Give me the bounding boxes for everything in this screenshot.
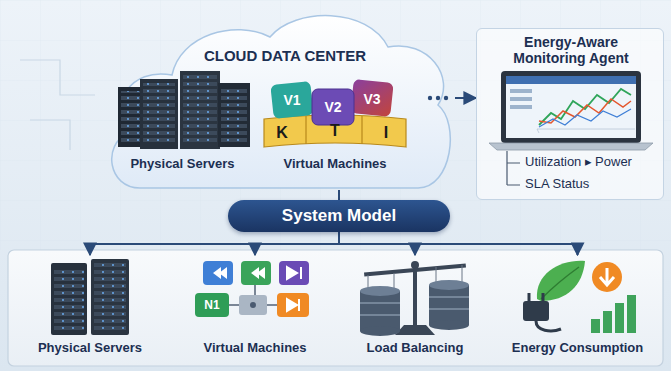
component-card: Physical Servers (15, 255, 165, 363)
server-icon (15, 255, 165, 337)
status-line: SLA Status (525, 177, 661, 192)
node-label: CLOUD DATA CENTER (185, 47, 385, 64)
callout-label: V1 (283, 93, 300, 107)
callout-label: K (276, 125, 288, 141)
server-group: Physical Servers (110, 67, 255, 179)
node-label: Physical Servers (15, 341, 165, 356)
connector (338, 190, 340, 200)
monitoring-panel: Energy-Aware Monitoring AgentUtilization… (476, 28, 664, 200)
circuit-trace (20, 60, 95, 150)
connector (455, 97, 476, 99)
vm-icons (175, 255, 335, 337)
callout-label: I (384, 125, 388, 141)
component-card: Load Balancing (340, 255, 490, 363)
energy-icon (495, 255, 660, 337)
node-label: Physical Servers (110, 157, 255, 172)
component-card: Virtual Machines N1 (175, 255, 335, 363)
connector (255, 232, 339, 255)
node-label: System Model (228, 206, 450, 226)
status-line: Utilization ▸ Power (525, 155, 661, 170)
balance-icon (340, 255, 490, 337)
connector (90, 232, 339, 255)
callout-label: V3 (363, 92, 380, 106)
callout-label: N1 (204, 299, 219, 311)
node-label: Load Balancing (340, 341, 490, 356)
component-card: Energy Consumption (495, 255, 660, 363)
component-panel (8, 250, 663, 366)
node-label: Energy Consumption (495, 341, 660, 356)
node-label: Virtual Machines (175, 341, 335, 356)
vm-group: Virtual Machines V1V2 V3K T I (260, 67, 410, 179)
connector (339, 232, 578, 255)
grid-texture (0, 0, 671, 250)
model-pill: System Model (228, 200, 450, 232)
callout-label: V2 (324, 100, 341, 114)
cloud-region: Physical Servers Virtual Machines V1V2 V3K… (100, 5, 455, 190)
ellipsis-dots (428, 96, 448, 100)
node-label: Energy-Aware Monitoring Agent (496, 34, 646, 66)
callout-label: T (330, 123, 340, 139)
node-label: Virtual Machines (260, 157, 410, 172)
server-racks (110, 67, 255, 153)
